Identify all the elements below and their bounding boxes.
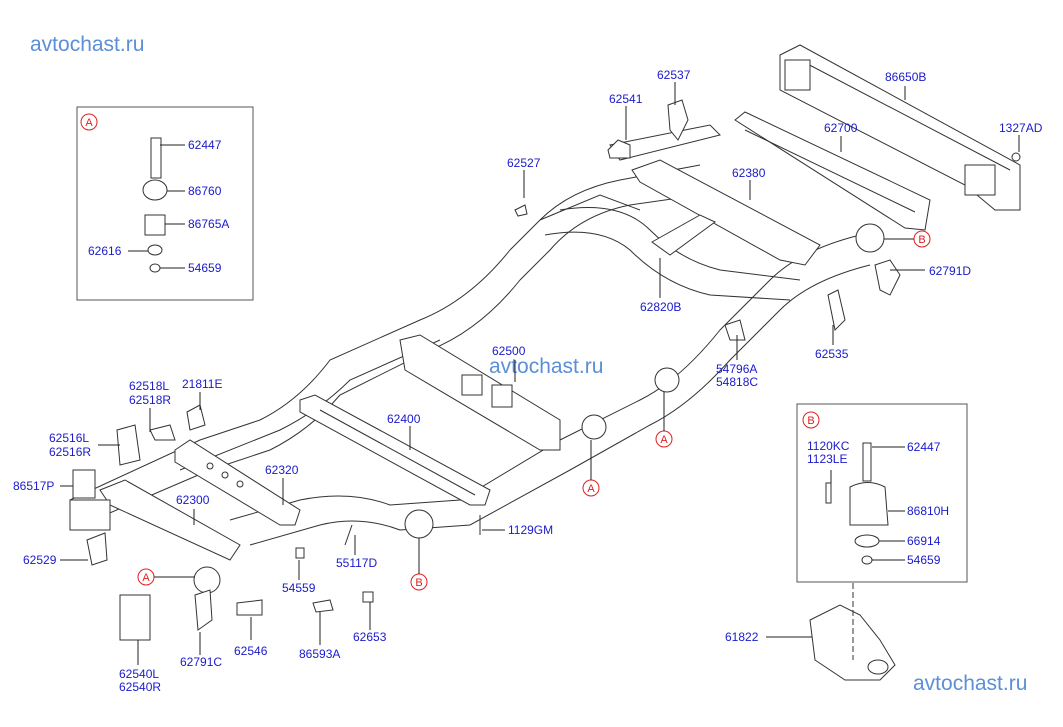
part-label-86517P[interactable]: 86517P xyxy=(13,479,54,493)
part-label[interactable]: 54659 xyxy=(188,261,222,275)
crossmember-62320 xyxy=(174,439,301,526)
part-label-54559[interactable]: 54559 xyxy=(282,581,316,595)
part-label-62653[interactable]: 62653 xyxy=(353,630,387,644)
part-label-62540L[interactable]: 62540L xyxy=(119,667,159,681)
part-label-1129GM[interactable]: 1129GM xyxy=(508,523,553,537)
svg-text:B: B xyxy=(415,577,422,589)
part-label-62300[interactable]: 62300 xyxy=(176,493,210,507)
callout-refs: A A A B B xyxy=(137,230,931,591)
part-label[interactable]: 1120KC xyxy=(807,439,850,453)
watermark-center: avtochast.ru xyxy=(489,355,603,378)
part-label-62820B[interactable]: 62820B xyxy=(640,300,681,314)
bolt-icon xyxy=(862,442,872,482)
part-label-62546[interactable]: 62546 xyxy=(234,644,268,658)
part-label-61822[interactable]: 61822 xyxy=(725,630,759,644)
washer-icon xyxy=(147,244,163,256)
part-label-54796A[interactable]: 54796A xyxy=(716,362,757,376)
part-label-62537[interactable]: 62537 xyxy=(657,68,691,82)
part-label-62527[interactable]: 62527 xyxy=(507,156,541,170)
svg-text:B: B xyxy=(918,234,925,246)
part-label-62380[interactable]: 62380 xyxy=(732,166,766,180)
crossmember-62300 xyxy=(69,479,241,561)
part-label[interactable]: 86765A xyxy=(188,217,229,231)
part-label-62518L[interactable]: 62518L xyxy=(129,379,169,393)
svg-text:A: A xyxy=(660,434,668,446)
ref-b-front[interactable]: B xyxy=(913,230,931,248)
leader-lines xyxy=(60,82,1020,665)
part-label-21811E[interactable]: 21811E xyxy=(182,377,222,391)
washer-icon xyxy=(854,534,880,548)
part-labels: 62537 62541 62527 62380 62820B 86650B 13… xyxy=(13,68,1043,694)
part-label[interactable]: 1123LE xyxy=(807,452,847,466)
mount-icon xyxy=(142,179,168,201)
part-label[interactable]: 86760 xyxy=(188,184,222,198)
part-label-62516L[interactable]: 62516L xyxy=(49,431,89,445)
svg-text:B: B xyxy=(807,415,814,427)
detail-box-b: B 1120KC 1123LE 62447 86810H 66914 54659 xyxy=(796,403,968,583)
watermark-top-left: avtochast.ru xyxy=(30,33,144,56)
part-label[interactable]: 62616 xyxy=(88,244,122,258)
svg-text:A: A xyxy=(85,117,93,129)
part-label-62791C[interactable]: 62791C xyxy=(180,655,222,669)
part-label-62529[interactable]: 62529 xyxy=(23,553,57,567)
part-label-1327AD[interactable]: 1327AD xyxy=(999,121,1043,135)
bracket-61822 xyxy=(809,583,896,681)
part-label-62518R[interactable]: 62518R xyxy=(129,393,171,407)
part-label[interactable]: 54659 xyxy=(907,553,941,567)
part-label-62541[interactable]: 62541 xyxy=(609,92,643,106)
part-label-62516R[interactable]: 62516R xyxy=(49,445,91,459)
part-label-62320[interactable]: 62320 xyxy=(265,463,299,477)
part-label-55117D[interactable]: 55117D xyxy=(336,556,377,570)
part-label-86650B[interactable]: 86650B xyxy=(885,70,926,84)
bumper-beam xyxy=(779,44,1021,211)
bushing-icon xyxy=(144,214,166,236)
part-label-54818C[interactable]: 54818C xyxy=(716,375,758,389)
ref-b-rear[interactable]: B xyxy=(410,573,428,591)
bracket-62820B xyxy=(651,214,716,256)
engine-mount-icon xyxy=(849,482,889,526)
detail-b-ref: B xyxy=(802,411,820,429)
small-bolt-icon xyxy=(825,482,832,504)
loose-parts xyxy=(72,99,1021,641)
part-label-86593A[interactable]: 86593A xyxy=(299,647,340,661)
detail-box-a: A 62447 86760 86765A 62616 54659 xyxy=(76,106,254,301)
nut-icon xyxy=(149,263,161,273)
svg-text:A: A xyxy=(142,572,150,584)
detail-a-ref: A xyxy=(80,113,98,131)
ref-a-front-left[interactable]: A xyxy=(137,568,155,586)
ref-a-mid-right[interactable]: A xyxy=(655,430,673,448)
part-label-62400[interactable]: 62400 xyxy=(387,412,421,426)
part-label[interactable]: 62447 xyxy=(907,440,941,454)
part-label[interactable]: 62447 xyxy=(188,138,222,152)
bolt-icon xyxy=(150,137,162,179)
part-label[interactable]: 66914 xyxy=(907,534,941,548)
part-label-62535[interactable]: 62535 xyxy=(815,347,849,361)
part-label[interactable]: 86810H xyxy=(907,504,949,518)
nut-icon xyxy=(861,555,873,565)
part-label-62700[interactable]: 62700 xyxy=(824,121,858,135)
part-label-62791D[interactable]: 62791D xyxy=(929,264,971,278)
crossmember-62500 xyxy=(399,334,561,451)
svg-text:A: A xyxy=(587,483,595,495)
ref-a-mid-left[interactable]: A xyxy=(582,479,600,497)
part-label-62540R[interactable]: 62540R xyxy=(119,680,161,694)
crossmember-62380 xyxy=(609,124,821,266)
watermark-bottom-right: avtochast.ru xyxy=(913,672,1027,695)
crossmember-62400 xyxy=(299,394,491,506)
front-crossmember xyxy=(734,111,931,231)
part-label-62500[interactable]: 62500 xyxy=(492,344,526,358)
